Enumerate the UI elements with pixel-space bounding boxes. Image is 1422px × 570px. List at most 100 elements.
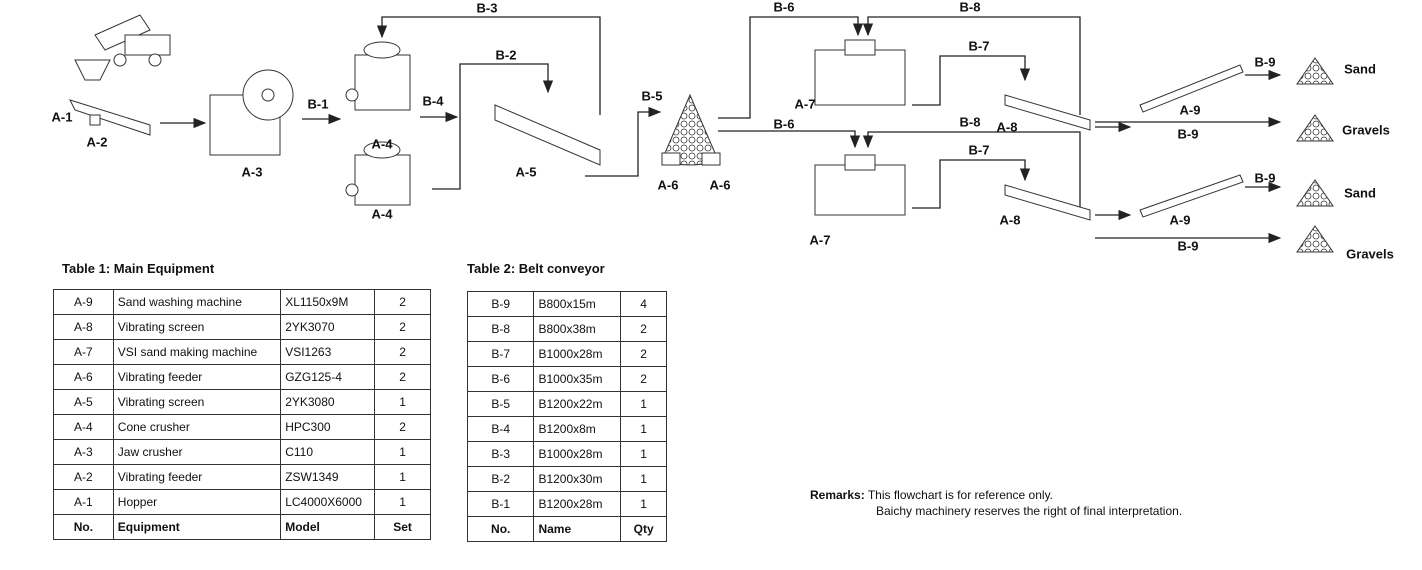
label-a7: A-7 bbox=[809, 232, 831, 248]
table-cell: 1 bbox=[374, 464, 431, 490]
label-b5: B-5 bbox=[641, 88, 663, 104]
table-cell: 2 bbox=[374, 289, 431, 315]
table-cell: Cone crusher bbox=[112, 414, 282, 440]
label-a9: A-9 bbox=[1179, 102, 1201, 118]
table-cell: A-5 bbox=[53, 389, 114, 415]
table-cell: B1200x22m bbox=[533, 391, 622, 417]
output-gravels: Gravels bbox=[1342, 122, 1390, 138]
table-cell: 1 bbox=[620, 391, 667, 417]
label-a4: A-4 bbox=[371, 206, 393, 222]
table-cell: B-8 bbox=[466, 316, 535, 342]
output-gravels: Gravels bbox=[1346, 246, 1394, 262]
table-cell: Vibrating screen bbox=[112, 314, 282, 340]
label-b4: B-4 bbox=[422, 93, 444, 109]
table-cell: A-4 bbox=[53, 414, 114, 440]
table-cell: Vibrating feeder bbox=[112, 364, 282, 390]
output-sand: Sand bbox=[1344, 61, 1376, 77]
label-a8: A-8 bbox=[996, 119, 1018, 135]
table-cell: Jaw crusher bbox=[112, 439, 282, 465]
table-cell: A-6 bbox=[53, 364, 114, 390]
label-b8: B-8 bbox=[959, 114, 981, 130]
table-cell: 2 bbox=[374, 414, 431, 440]
table-cell: B1000x35m bbox=[533, 366, 622, 392]
table-cell: A-1 bbox=[53, 489, 114, 515]
pile-icons bbox=[1296, 57, 1334, 253]
label-a6: A-6 bbox=[657, 177, 679, 193]
table-cell: HPC300 bbox=[280, 414, 376, 440]
output-sand: Sand bbox=[1344, 185, 1376, 201]
table-cell: 1 bbox=[374, 489, 431, 515]
table-cell: B1200x28m bbox=[533, 491, 622, 517]
label-b9: B-9 bbox=[1254, 170, 1276, 186]
table-cell: B1200x30m bbox=[533, 466, 622, 492]
table-cell: VSI sand making machine bbox=[112, 339, 282, 365]
label-b6: B-6 bbox=[773, 116, 795, 132]
table-cell: 2YK3070 bbox=[280, 314, 376, 340]
table-cell: B-2 bbox=[466, 466, 535, 492]
table-cell: A-9 bbox=[53, 289, 114, 315]
table-cell: 1 bbox=[620, 441, 667, 467]
label-b6: B-6 bbox=[773, 0, 795, 15]
table-cell: 2 bbox=[620, 366, 667, 392]
table-cell: Set bbox=[374, 514, 431, 540]
cone-crusher-icon bbox=[345, 141, 411, 206]
jaw-crusher-icon bbox=[209, 69, 294, 156]
table-cell: B-6 bbox=[466, 366, 535, 392]
label-b2: B-2 bbox=[495, 47, 517, 63]
vibrating-screen-icon bbox=[1004, 94, 1091, 221]
table-cell: 1 bbox=[620, 466, 667, 492]
label-b7: B-7 bbox=[968, 38, 990, 54]
label-a8: A-8 bbox=[999, 212, 1021, 228]
table-cell: 1 bbox=[620, 491, 667, 517]
table-cell: B1000x28m bbox=[533, 341, 622, 367]
table-cell: ZSW1349 bbox=[280, 464, 376, 490]
sand-washer-icon bbox=[1139, 64, 1244, 218]
label-b7: B-7 bbox=[968, 142, 990, 158]
vsi-icon bbox=[814, 154, 906, 216]
table-cell: LC4000X6000 bbox=[280, 489, 376, 515]
table-cell: A-7 bbox=[53, 339, 114, 365]
table-cell: B1200x8m bbox=[533, 416, 622, 442]
table-cell: 2 bbox=[374, 314, 431, 340]
table-cell: A-3 bbox=[53, 439, 114, 465]
table-cell: Equipment bbox=[112, 514, 282, 540]
flowchart-lines bbox=[69, 14, 1334, 253]
table-cell: Qty bbox=[620, 516, 667, 542]
table-cell: B-9 bbox=[466, 291, 535, 317]
label-b9: B-9 bbox=[1177, 238, 1199, 254]
table-cell: GZG125-4 bbox=[280, 364, 376, 390]
table-cell: A-8 bbox=[53, 314, 114, 340]
vsi-icon bbox=[814, 39, 906, 106]
table-cell: 2YK3080 bbox=[280, 389, 376, 415]
table-cell: Name bbox=[533, 516, 622, 542]
vibrating-screen-icon bbox=[494, 104, 601, 166]
label-b1: B-1 bbox=[307, 96, 329, 112]
cone-crusher-icon bbox=[345, 41, 411, 111]
table-cell: B-7 bbox=[466, 341, 535, 367]
label-b8: B-8 bbox=[959, 0, 981, 15]
table-cell: B1000x28m bbox=[533, 441, 622, 467]
label-a1: A-1 bbox=[51, 109, 73, 125]
label-a4: A-4 bbox=[371, 136, 393, 152]
table-cell: No. bbox=[466, 516, 535, 542]
table-cell: B800x38m bbox=[533, 316, 622, 342]
table-cell: Vibrating feeder bbox=[112, 464, 282, 490]
table-cell: Model bbox=[280, 514, 376, 540]
table2-title: Table 2: Belt conveyor bbox=[467, 261, 605, 276]
